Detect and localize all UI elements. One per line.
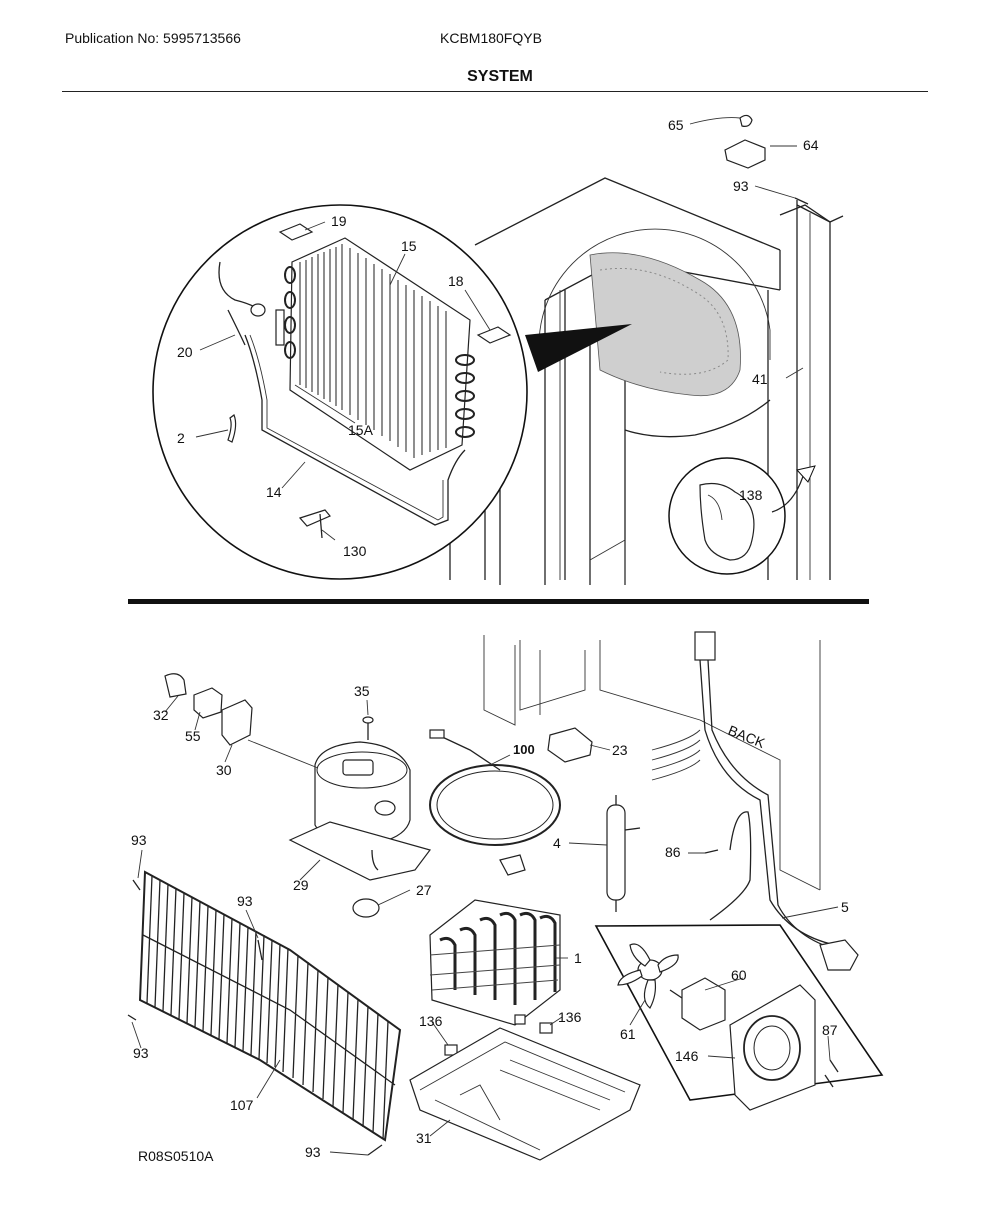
callout-93-top: 93: [733, 178, 749, 194]
part-100-tube-coil: [429, 729, 561, 876]
part-4-drier: [606, 795, 641, 912]
callout-2: 2: [177, 430, 185, 446]
callout-23: 23: [612, 742, 628, 758]
screws-93-lower: [127, 879, 383, 1156]
screw-93-top: [794, 197, 809, 205]
callout-55: 55: [185, 728, 201, 744]
callout-30: 30: [216, 762, 232, 778]
callout-65: 65: [668, 117, 684, 133]
callout-27: 27: [416, 882, 432, 898]
callout-93-left-bottom: 93: [133, 1045, 149, 1061]
callout-146: 146: [675, 1048, 699, 1064]
part-55-relay: [193, 687, 223, 719]
part-32-cover: [164, 673, 187, 698]
part-15A-probe: [275, 309, 285, 346]
diagram-reference-code: R08S0510A: [138, 1148, 214, 1164]
callout-31: 31: [416, 1130, 432, 1146]
callout-14: 14: [266, 484, 282, 500]
detail-pointer: [525, 324, 632, 372]
callout-32: 32: [153, 707, 169, 723]
part-61-fan-blade: [617, 943, 679, 1009]
callout-100: 100: [513, 742, 535, 757]
part-138-detail: [668, 457, 816, 575]
part-2-clip: [227, 414, 237, 443]
callout-86: 86: [665, 844, 681, 860]
part-65-clip: [739, 114, 753, 127]
part-35-screw: [362, 716, 374, 740]
part-27-grommet: [352, 898, 380, 918]
part-29-compressor: [288, 741, 432, 881]
callout-29: 29: [293, 877, 309, 893]
part-136-spacer-right: [539, 1022, 553, 1034]
evaporator-coil: [284, 237, 475, 471]
callout-64: 64: [803, 137, 819, 153]
part-136-spacer-left: [444, 1044, 458, 1056]
callout-4: 4: [553, 835, 561, 851]
part-1-condenser: [429, 899, 561, 1026]
part-14-suction-line: [244, 334, 466, 526]
back-label: BACK: [726, 722, 768, 751]
callout-20: 20: [177, 344, 193, 360]
part-107-grille: [138, 870, 402, 1142]
publication-number: Publication No: 5995713566: [65, 30, 241, 46]
model-number: KCBM180FQYB: [440, 30, 542, 46]
callout-1: 1: [574, 950, 582, 966]
part-86-screw: [704, 849, 719, 854]
callout-107: 107: [230, 1097, 254, 1113]
part-146-fan-shroud: [729, 984, 816, 1111]
section-divider: [128, 599, 869, 604]
callout-136-left: 136: [419, 1013, 443, 1029]
part-19-pad: [278, 223, 314, 241]
machine-compartment-outline: [483, 635, 821, 891]
callout-130: 130: [343, 543, 367, 559]
callout-87: 87: [822, 1022, 838, 1038]
part-60-fan-motor: [669, 977, 726, 1031]
part-31-base-tray: [409, 1027, 641, 1161]
part-23-bracket: [547, 727, 593, 763]
callout-61: 61: [620, 1026, 636, 1042]
callout-15A: 15A: [348, 422, 374, 438]
callout-18: 18: [448, 273, 464, 289]
section-title: SYSTEM: [467, 68, 533, 85]
callout-93-grille: 93: [237, 893, 253, 909]
part-87-screw: [824, 1074, 834, 1088]
part-5-power-cord: [651, 631, 859, 971]
part-64-bracket: [724, 139, 766, 169]
header-rule: [62, 91, 928, 92]
part-130-fitting: [298, 509, 331, 527]
evaporator-cover-texture: [589, 252, 741, 397]
callout-93-left-top: 93: [131, 832, 147, 848]
callout-93-bottom: 93: [305, 1144, 321, 1160]
part-18-pad: [476, 326, 512, 344]
callout-35: 35: [354, 683, 370, 699]
callout-41: 41: [752, 371, 768, 387]
part-30-overload: [221, 699, 253, 746]
callout-138: 138: [739, 487, 763, 503]
fan-assembly-inset: [594, 924, 884, 1111]
callout-15: 15: [401, 238, 417, 254]
callout-60: 60: [731, 967, 747, 983]
callout-5: 5: [841, 899, 849, 915]
callout-136-right: 136: [558, 1009, 582, 1025]
callout-19: 19: [331, 213, 347, 229]
